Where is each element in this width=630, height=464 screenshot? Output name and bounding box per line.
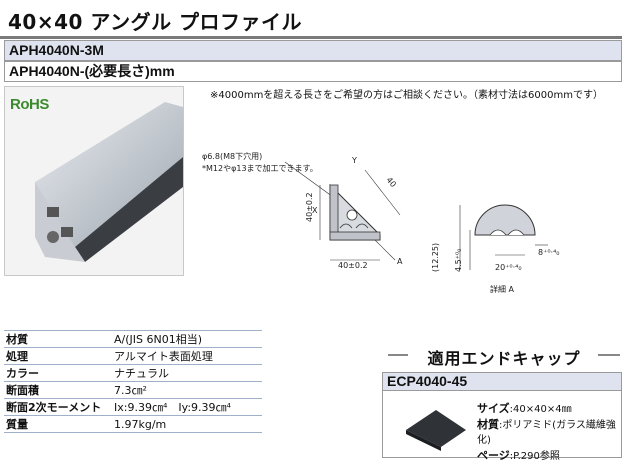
rohs-logo: RoHS <box>10 96 49 113</box>
y-axis-label: Y <box>351 156 357 165</box>
page-label: ページ <box>477 449 510 462</box>
dim-width: 40±0.2 <box>338 261 368 270</box>
detail-dim-8: 8⁺⁰·⁴₀ <box>538 248 559 257</box>
size-value: :40×40×4㎜ <box>509 404 572 415</box>
length-note: ※4000mmを超える長さをご希望の方はご相談ください。（素材寸法は6000mm… <box>210 90 603 101</box>
x-axis-label: X <box>312 206 318 215</box>
spec-value: Ix:9.39㎝⁴ Iy:9.39㎝⁴ <box>112 398 262 416</box>
end-cap-image <box>406 410 466 451</box>
material-value: :ポリアミド(ガラス繊維強化) <box>477 420 616 446</box>
detail-caption: 詳細 A <box>490 284 515 294</box>
spec-value: アルマイト表面処理 <box>112 347 262 365</box>
product-photo <box>4 86 184 276</box>
hole-note: φ6.8(M8下穴用) <box>202 151 262 161</box>
profile-section <box>329 183 381 241</box>
end-cap-box: ECP4040-45 サイズ:40×40×4㎜ 材質:ポリアミド(ガラス繊維強化… <box>382 372 622 462</box>
part-number-row: APH4040N-3M <box>4 40 622 61</box>
table-row: カラーナチュラル <box>4 364 262 382</box>
spec-value: 7.3㎝² <box>112 381 262 399</box>
detail-dim-12: (12.25) <box>431 243 440 272</box>
page-title: 40×40 アングル プロファイル <box>8 10 303 34</box>
part-number-row: APH4040N-(必要長さ)mm <box>4 61 622 82</box>
dim-height: 40±0.2 <box>305 192 314 222</box>
detail-dim-20: 20⁺⁰·⁴₀ <box>495 263 522 272</box>
page-value: :P.290参照 <box>509 451 560 462</box>
spec-key: 断面積 <box>4 381 112 399</box>
detail-a-marker: A <box>397 257 403 266</box>
section-rule <box>598 354 620 356</box>
spec-value: A/(JIS 6N01相当) <box>112 330 262 348</box>
end-cap-section-title: 適用エンドキャップ <box>427 349 581 368</box>
table-row: 処理アルマイト表面処理 <box>4 347 262 365</box>
detail-a-drawing <box>459 204 548 270</box>
tap-note: *M12やφ13まで加工できます。 <box>202 163 318 173</box>
spec-key: カラー <box>4 364 112 382</box>
material-label: 材質 <box>477 418 499 431</box>
section-rule <box>388 354 408 356</box>
spec-value: 1.97kg/m <box>112 415 262 433</box>
spec-key: 質量 <box>4 415 112 433</box>
cross-section-drawing: φ6.8(M8下穴用) *M12やφ13まで加工できます。 40±0.2 40±… <box>202 151 559 294</box>
title-rule <box>0 36 622 39</box>
spec-key: 材質 <box>4 330 112 348</box>
end-cap-part-number: ECP4040-45 <box>383 373 621 391</box>
dim-diagonal: 40 <box>384 176 397 190</box>
detail-dim-4-5: 4.5⁺⁰₀ <box>454 249 463 272</box>
spec-key: 処理 <box>4 347 112 365</box>
end-cap-specs: サイズ:40×40×4㎜ 材質:ポリアミド(ガラス繊維強化) ページ:P.290… <box>477 401 621 464</box>
size-label: サイズ <box>477 402 510 415</box>
spec-value: ナチュラル <box>112 364 262 382</box>
spec-key: 断面2次モーメント <box>4 398 112 416</box>
